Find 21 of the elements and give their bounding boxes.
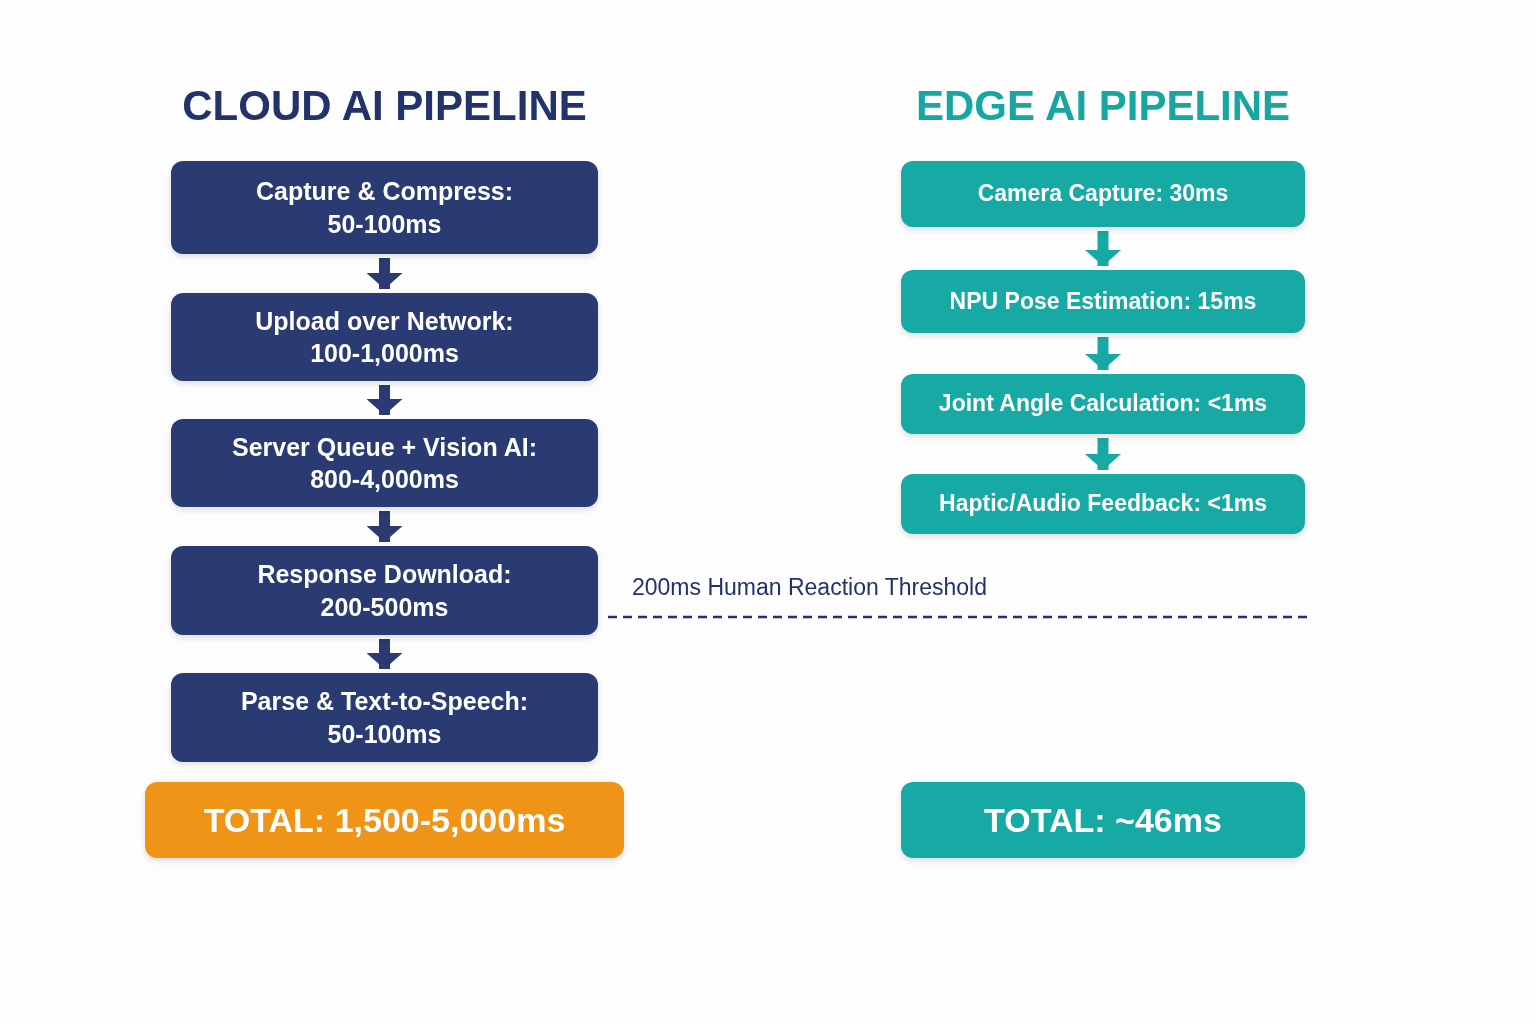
process-box: Server Queue + Vision AI: 800-4,000ms (171, 419, 598, 507)
process-box: Camera Capture: 30ms (901, 161, 1305, 227)
process-box: Upload over Network: 100-1,000ms (171, 293, 598, 381)
process-box: Joint Angle Calculation: <1ms (901, 374, 1305, 434)
process-box: Capture & Compress: 50-100ms (171, 161, 598, 254)
down-arrow (366, 385, 403, 415)
pipeline-heading: EDGE AI PIPELINE (914, 82, 1292, 130)
down-arrow (366, 511, 403, 542)
process-box: TOTAL: 1,500-5,000ms (145, 782, 624, 858)
pipeline-heading: CLOUD AI PIPELINE (181, 82, 588, 130)
process-box: TOTAL: ~46ms (901, 782, 1305, 858)
down-arrow (1085, 337, 1121, 370)
down-arrow (366, 639, 403, 669)
process-box: Parse & Text-to-Speech: 50-100ms (171, 673, 598, 762)
process-box: NPU Pose Estimation: 15ms (901, 270, 1305, 333)
down-arrow (366, 258, 403, 289)
threshold-label: 200ms Human Reaction Threshold (632, 574, 988, 601)
down-arrow (1085, 438, 1121, 470)
process-box: Response Download: 200-500ms (171, 546, 598, 635)
down-arrow (1085, 231, 1121, 266)
process-box: Haptic/Audio Feedback: <1ms (901, 474, 1305, 534)
